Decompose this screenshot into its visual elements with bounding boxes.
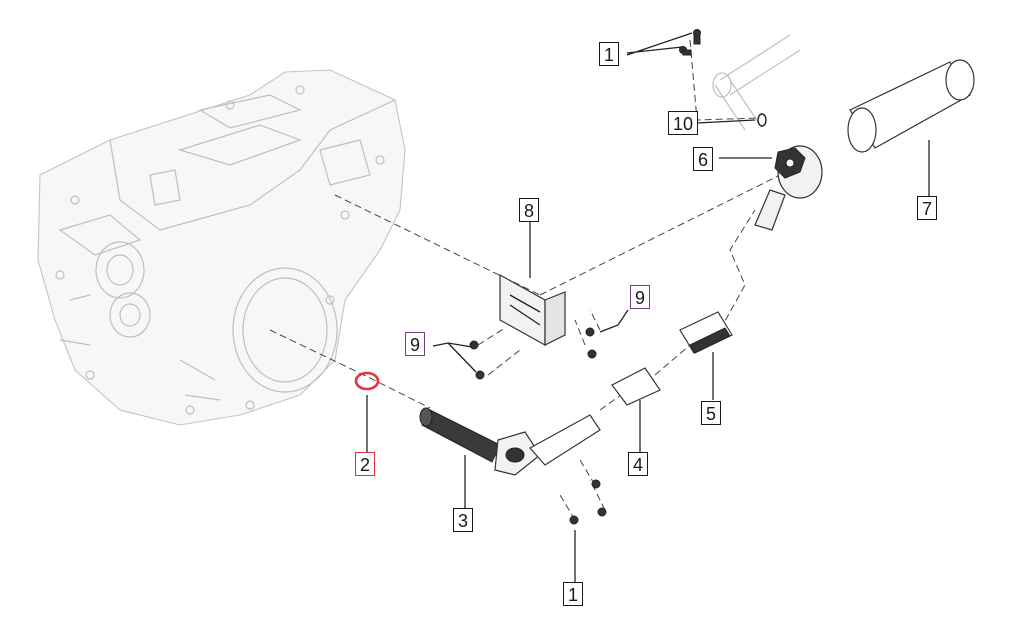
assembly-lines	[269, 39, 781, 521]
suction-tube	[419, 407, 601, 476]
transmission-housing	[37, 69, 406, 426]
mounting-bracket	[499, 273, 566, 347]
hose-clamp	[679, 311, 733, 354]
callout-1-top[interactable]: 1	[599, 42, 620, 66]
callout-5[interactable]: 5	[701, 401, 722, 425]
callout-4[interactable]: 4	[628, 452, 649, 476]
callout-10[interactable]: 10	[668, 111, 699, 135]
ghost-pipe	[712, 34, 801, 131]
callout-8[interactable]: 8	[519, 198, 540, 222]
leader-lines	[366, 32, 930, 582]
o-ring-red	[354, 371, 380, 391]
filter-head	[754, 145, 823, 231]
callout-9-left[interactable]: 9	[405, 332, 426, 356]
callout-9-right[interactable]: 9	[630, 285, 651, 309]
callout-6[interactable]: 6	[693, 147, 714, 171]
filter-cartridge	[847, 59, 975, 153]
o-ring-small	[757, 113, 767, 127]
hose	[611, 367, 661, 406]
callout-7[interactable]: 7	[917, 196, 938, 220]
callout-1-bottom[interactable]: 1	[563, 582, 584, 606]
callout-3[interactable]: 3	[453, 508, 474, 532]
bolts	[469, 29, 701, 525]
callout-2[interactable]: 2	[355, 452, 376, 476]
